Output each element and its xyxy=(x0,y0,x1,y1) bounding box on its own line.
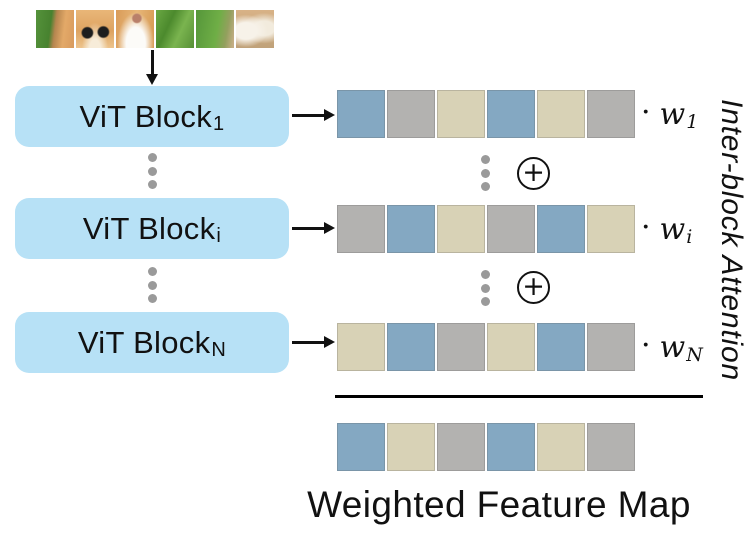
feature-cell-beige xyxy=(587,205,635,253)
feature-cell-blue xyxy=(387,323,435,371)
feature-cell-beige xyxy=(337,323,385,371)
arrow-right-icon xyxy=(292,109,335,120)
vertical-ellipsis-icon xyxy=(148,153,157,189)
input-patch-grass-blades xyxy=(196,10,234,48)
input-patch-grass xyxy=(156,10,194,48)
feature-row-n xyxy=(337,323,635,371)
inter-block-attention-label: Inter-block Attention xyxy=(715,99,748,381)
arrow-right-icon xyxy=(292,222,335,233)
feature-cell-beige xyxy=(437,205,485,253)
feature-cell-blue xyxy=(387,205,435,253)
feature-cell-blue xyxy=(537,205,585,253)
feature-cell-gray xyxy=(337,205,385,253)
plus-sign: + xyxy=(522,271,545,302)
weighted-feature-map-label: Weighted Feature Map xyxy=(307,484,691,525)
weight-symbol: w xyxy=(659,211,686,247)
vit-block-i-label: ViT Block xyxy=(82,210,216,246)
feature-cell-gray xyxy=(387,90,435,138)
weight-subscript: N xyxy=(686,344,703,366)
vertical-ellipsis-icon xyxy=(481,155,490,191)
arrow-down-icon xyxy=(146,50,157,85)
weight-subscript: 1 xyxy=(686,111,699,133)
feature-cell-blue xyxy=(337,423,385,471)
feature-cell-beige xyxy=(537,423,585,471)
feature-cell-gray xyxy=(437,323,485,371)
weight-subscript: i xyxy=(686,226,693,248)
feature-cell-beige xyxy=(487,323,535,371)
vit-block-1-subscript: 1 xyxy=(213,113,225,135)
plus-circle-icon: + xyxy=(517,271,550,304)
vit-block-i-subscript: i xyxy=(216,225,222,247)
weight-symbol: w xyxy=(659,329,686,365)
feature-cell-gray xyxy=(587,90,635,138)
multiply-dot: · xyxy=(641,94,651,130)
input-patch-cat-muzzle xyxy=(116,10,154,48)
multiply-dot: · xyxy=(641,209,651,245)
feature-cell-gray xyxy=(487,205,535,253)
arrow-right-icon xyxy=(292,336,335,347)
feature-cell-gray xyxy=(437,423,485,471)
feature-cell-gray xyxy=(587,323,635,371)
feature-row-i xyxy=(337,205,635,253)
feature-cell-blue xyxy=(487,423,535,471)
vit-block-n-subscript: N xyxy=(211,339,227,361)
vertical-ellipsis-icon xyxy=(481,270,490,306)
plus-circle-icon: + xyxy=(517,157,550,190)
input-patch-grass-and-cat-cheek xyxy=(36,10,74,48)
multiply-dot: · xyxy=(641,327,651,363)
vit-block-n-label: ViT Block xyxy=(77,324,211,360)
input-patch-kitten-eyes xyxy=(76,10,114,48)
feature-cell-blue xyxy=(537,323,585,371)
vit-block-1-label: ViT Block xyxy=(79,98,213,134)
feature-cell-blue xyxy=(337,90,385,138)
feature-cell-beige xyxy=(387,423,435,471)
feature-cell-beige xyxy=(437,90,485,138)
sum-line xyxy=(335,395,703,398)
feature-cell-beige xyxy=(537,90,585,138)
feature-cell-gray xyxy=(587,423,635,471)
weighted-feature-map-row xyxy=(337,423,635,471)
vertical-ellipsis-icon xyxy=(148,267,157,303)
input-patch-strip xyxy=(36,10,274,48)
feature-row-1 xyxy=(337,90,635,138)
plus-sign: + xyxy=(522,157,545,188)
weight-symbol: w xyxy=(659,96,686,132)
feature-cell-blue xyxy=(487,90,535,138)
input-patch-cat-paws xyxy=(236,10,274,48)
